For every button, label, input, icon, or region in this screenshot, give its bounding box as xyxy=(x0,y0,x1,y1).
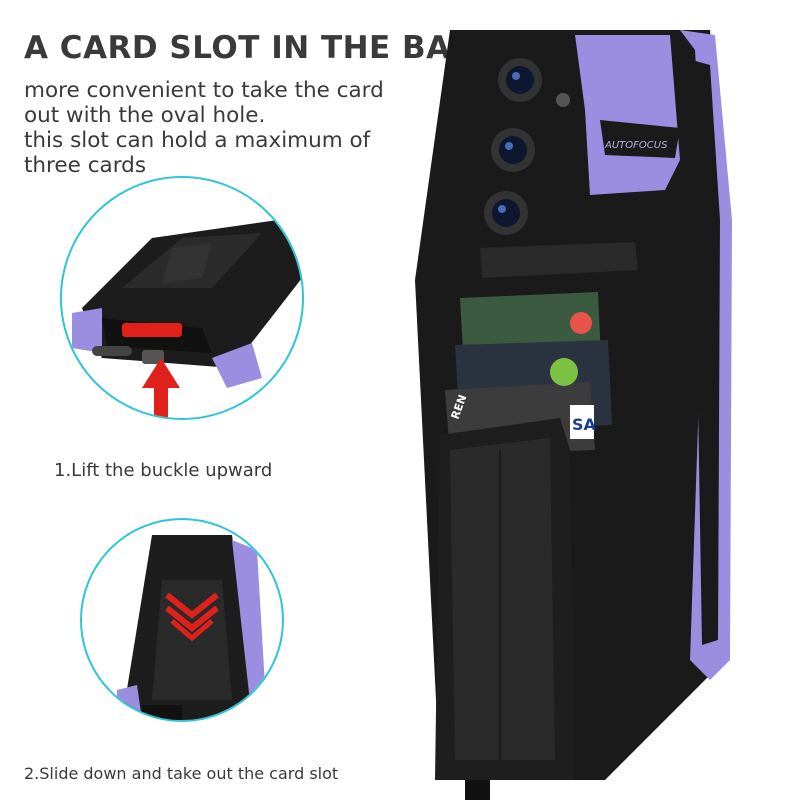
step-2-caption: 2.Slide down and take out the card slot xyxy=(24,764,339,783)
description-line: three cards xyxy=(24,153,147,178)
callout-slide-down xyxy=(80,518,284,722)
slide-down-illustration xyxy=(117,535,267,720)
camera-label: AUTOFOCUS xyxy=(604,140,668,151)
description-line: this slot can hold a maximum of xyxy=(24,128,371,153)
callout-lift-buckle xyxy=(60,176,304,420)
buckle-closeup-illustration xyxy=(72,218,302,418)
phone-case-illustration: AUTOFOCUS SA REN xyxy=(415,30,732,800)
description-line: out with the oval hole. xyxy=(24,103,266,128)
step-1-caption: 1.Lift the buckle upward xyxy=(54,460,273,481)
description-line: more convenient to take the card xyxy=(24,78,384,103)
headline: A CARD SLOT IN THE BACK xyxy=(24,30,499,66)
description: more convenient to take the card out wit… xyxy=(24,78,424,178)
card-fragment: SA xyxy=(572,415,597,434)
